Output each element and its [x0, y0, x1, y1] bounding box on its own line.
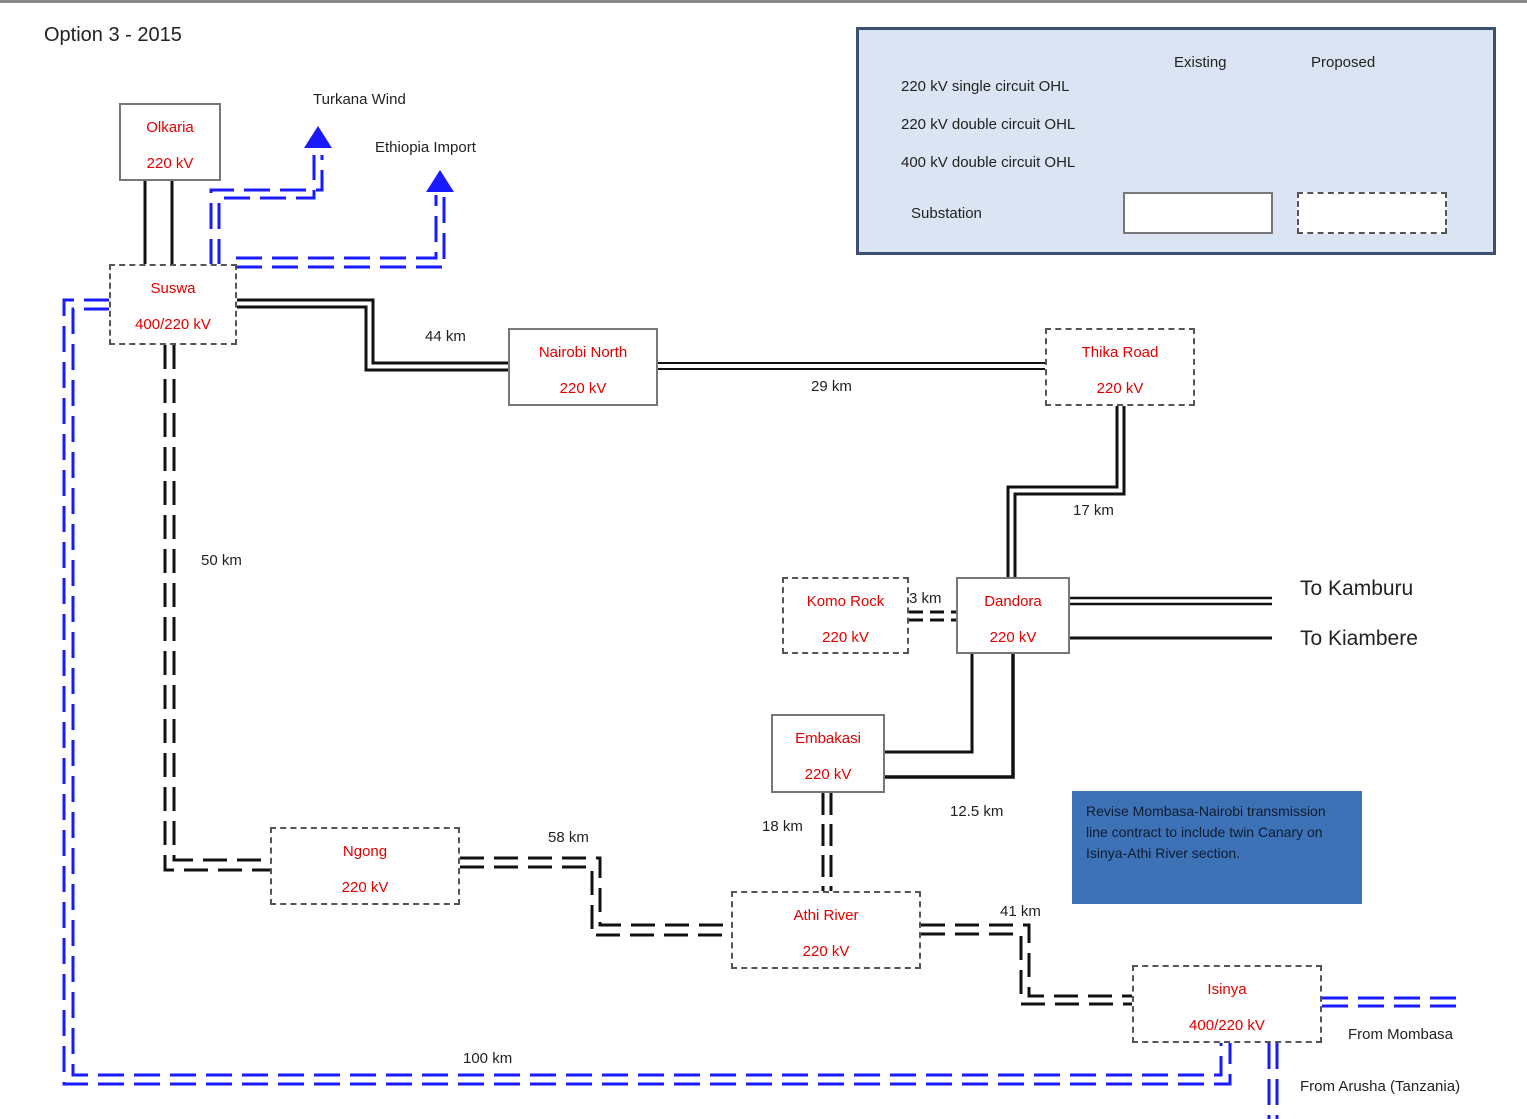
substation-voltage: 220 kV	[804, 766, 852, 783]
line-ngong-athi-b	[460, 865, 731, 937]
substation-embakasi: Embakasi 220 kV	[771, 714, 885, 793]
substation-name: Athi River	[793, 907, 859, 924]
line-400-ethiopia-a	[236, 195, 438, 260]
substation-name: Olkaria	[146, 119, 194, 136]
line-thika-dandora-a	[1006, 405, 1119, 578]
line-suswa-ngong-a	[163, 345, 270, 872]
substation-name: Ngong	[342, 843, 388, 860]
arrow-turkana-icon	[304, 126, 332, 148]
substation-voltage: 220 kV	[989, 629, 1037, 646]
contract-note: Revise Mombasa-Nairobi transmission line…	[1072, 791, 1362, 904]
substation-voltage: 400/220 kV	[1189, 1017, 1265, 1034]
distance-50km: 50 km	[201, 552, 242, 569]
substation-voltage: 220 kV	[146, 155, 194, 172]
legend-substation-proposed	[1297, 192, 1447, 234]
substation-komo-rock: Komo Rock 220 kV	[782, 577, 909, 654]
legend-row-single: 220 kV single circuit OHL	[901, 78, 1070, 95]
legend-existing-header: Existing	[1174, 54, 1227, 71]
distance-12-5km: 12.5 km	[950, 803, 1004, 820]
label-from-arusha: From Arusha (Tanzania)	[1300, 1078, 1461, 1095]
substation-name: Komo Rock	[806, 593, 885, 610]
substation-athi-river: Athi River 220 kV	[731, 891, 921, 969]
line-400-suswa-isinya-a	[62, 298, 1232, 1086]
line-thika-dandora-b	[1013, 405, 1126, 578]
substation-nairobi-north: Nairobi North 220 kV	[508, 328, 658, 406]
substation-suswa: Suswa 400/220 kV	[109, 264, 237, 345]
substation-dandora: Dandora 220 kV	[956, 577, 1070, 654]
label-ethiopia-import: Ethiopia Import	[375, 139, 476, 156]
substation-name: Isinya	[1207, 981, 1247, 998]
line-400-ethiopia-b	[236, 195, 446, 269]
line-suswa-ngong-b	[172, 345, 270, 862]
substation-name: Suswa	[150, 280, 196, 297]
page-title: Option 3 - 2015	[44, 24, 182, 46]
distance-3km: 3 km	[909, 590, 942, 607]
legend-row-substation: Substation	[911, 205, 982, 222]
substation-voltage: 400/220 kV	[135, 316, 211, 333]
distance-17km: 17 km	[1073, 502, 1114, 519]
substation-name: Dandora	[984, 593, 1042, 610]
line-athi-isinya-a	[921, 923, 1133, 998]
arrow-ethiopia-icon	[426, 170, 454, 192]
line-athi-isinya-b	[921, 932, 1133, 1006]
legend-row-double: 220 kV double circuit OHL	[901, 116, 1076, 133]
substation-isinya: Isinya 400/220 kV	[1132, 965, 1322, 1043]
distance-29km: 29 km	[811, 378, 852, 395]
distance-41km: 41 km	[1000, 903, 1041, 920]
line-dandora-embakasi-a	[885, 654, 974, 754]
distance-18km: 18 km	[762, 818, 803, 835]
legend-substation-existing	[1123, 192, 1273, 234]
label-from-mombasa: From Mombasa	[1348, 1026, 1454, 1043]
substation-voltage: 220 kV	[559, 380, 607, 397]
label-turkana-wind: Turkana Wind	[313, 91, 406, 108]
substation-voltage: 220 kV	[802, 943, 850, 960]
label-to-kamburu: To Kamburu	[1300, 577, 1414, 600]
line-400-suswa-isinya-b	[71, 307, 1223, 1077]
legend-panel: Existing Proposed 220 kV single circuit …	[856, 27, 1496, 255]
substation-name: Embakasi	[795, 730, 861, 747]
distance-44km: 44 km	[425, 328, 466, 345]
line-suswa-nairobi-a	[236, 298, 508, 365]
distance-58km: 58 km	[548, 829, 589, 846]
label-to-kiambere: To Kiambere	[1300, 627, 1418, 650]
line-400-turkana-a	[209, 155, 324, 265]
substation-olkaria: Olkaria 220 kV	[119, 103, 221, 181]
line-dandora-embakasi-b	[885, 654, 1015, 779]
substation-ngong: Ngong 220 kV	[270, 827, 460, 905]
line-ngong-athi-a	[460, 856, 731, 927]
line-400-turkana-b	[217, 155, 316, 265]
substation-voltage: 220 kV	[1096, 380, 1144, 397]
legend-row-400: 400 kV double circuit OHL	[901, 154, 1076, 171]
legend-proposed-header: Proposed	[1311, 54, 1376, 71]
top-rule	[0, 0, 1527, 3]
substation-voltage: 220 kV	[822, 629, 869, 646]
distance-100km: 100 km	[463, 1050, 513, 1067]
substation-voltage: 220 kV	[341, 879, 389, 896]
substation-name: Nairobi North	[538, 344, 628, 361]
substation-thika-road: Thika Road 220 kV	[1045, 328, 1195, 406]
line-suswa-nairobi-b	[236, 305, 508, 372]
substation-name: Thika Road	[1081, 344, 1159, 361]
